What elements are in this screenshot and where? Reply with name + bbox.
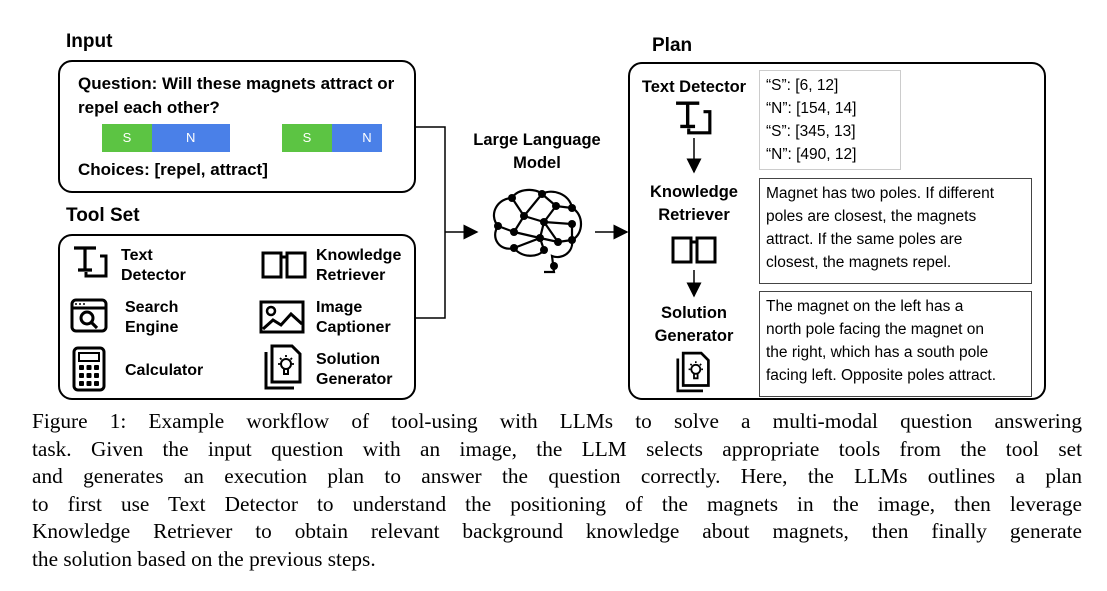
input-connector — [415, 126, 446, 232]
magnet-right-n: N — [332, 124, 382, 152]
solution-icon — [264, 344, 302, 390]
tool-knowledge-retriever-label: Knowledge Retriever — [316, 246, 401, 286]
tool-label-line: Text — [121, 247, 153, 264]
connector-lines — [415, 126, 702, 319]
tool-solution-generator-label: Solution Generator — [316, 350, 392, 390]
solution-icon — [676, 351, 710, 393]
output-line: “N”: [490, 12] — [766, 146, 857, 163]
plan-step-name-line: Knowledge — [649, 183, 738, 201]
output-line: poles are closest, the magnets — [766, 208, 977, 225]
output-line: the right, which has a south pole — [766, 344, 989, 361]
magnet-label: S — [122, 130, 132, 145]
tool-image-captioner-label: Image Captioner — [316, 298, 391, 338]
output-line: The magnet on the left has a — [766, 298, 964, 315]
output-line: closest, the magnets repel. — [766, 254, 952, 271]
plan-step-name-line: Text Detector — [641, 78, 747, 96]
magnet-label: S — [302, 130, 312, 145]
brain-network-icon — [492, 188, 583, 274]
tool-label-line: Engine — [125, 319, 179, 336]
tool-label-line: Solution — [316, 351, 380, 368]
toolset-box — [58, 234, 416, 400]
search-engine-icon — [70, 298, 108, 333]
magnet-left-n: N — [152, 124, 230, 152]
book-icon — [261, 251, 307, 279]
output-line: Magnet has two poles. If different — [766, 185, 995, 202]
caption-line: to first use Text Detector to understand… — [32, 491, 1082, 516]
tool-label-line: Generator — [316, 371, 393, 388]
llm-label: Large Language Model — [452, 129, 622, 175]
tool-label-line: Search — [125, 299, 179, 316]
output-line: “S”: [6, 12] — [766, 77, 839, 94]
output-line: attract. If the same poles are — [766, 231, 963, 248]
llm-label-line: Large Language — [473, 131, 601, 149]
plan-step-3-output: The magnet on the left has a north pole … — [759, 291, 1032, 397]
choices-text: Choices: [repel, attract] — [78, 160, 268, 179]
plan-step-name-line: Generator — [654, 327, 734, 345]
output-line: facing left. Opposite poles attract. — [766, 367, 997, 384]
magnet-right-s: S — [282, 124, 332, 152]
output-line: “N”: [154, 14] — [766, 100, 857, 117]
image-icon — [259, 300, 305, 334]
magnet-label: N — [186, 130, 196, 145]
toolset-title: Tool Set — [66, 205, 140, 226]
tool-calculator-label: Calculator — [125, 361, 203, 381]
plan-step-2-output: Magnet has two poles. If different poles… — [759, 178, 1032, 284]
caption-line: Figure 1: Example workflow of tool-using… — [32, 409, 1082, 433]
book-icon — [671, 236, 717, 264]
tool-label-line: Calculator — [125, 362, 204, 379]
llm-label-line: Model — [513, 154, 561, 172]
magnet-left-s: S — [102, 124, 152, 152]
input-box — [58, 60, 416, 193]
caption-line: the solution based on the previous steps… — [32, 546, 376, 571]
question-line-1: Question: Will these magnets attract or — [78, 74, 395, 93]
plan-step-1-output: “S”: [6, 12] “N”: [154, 14] “S”: [345, 1… — [759, 70, 901, 170]
plan-step-name-line: Retriever — [658, 206, 730, 224]
toolset-connector — [415, 232, 446, 319]
plan-step-3-name: Solution Generator — [634, 302, 754, 348]
plan-step-name-line: Solution — [661, 304, 727, 322]
plan-box — [628, 62, 1046, 400]
plan-step-2-name: Knowledge Retriever — [634, 181, 754, 227]
magnet-label: N — [362, 130, 372, 145]
tool-label-line: Image — [316, 299, 363, 316]
calculator-icon — [72, 346, 106, 392]
plan-title: Plan — [652, 35, 693, 56]
caption-line: and generates an execution plan to answe… — [32, 464, 1082, 488]
question-text: Question: Will these magnets attract or … — [78, 72, 394, 120]
caption-line: Knowledge Retriever to obtain relevant b… — [32, 519, 1082, 543]
output-line: “S”: [345, 13] — [766, 123, 856, 140]
tool-label-line: Detector — [121, 267, 186, 284]
tool-label-line: Captioner — [316, 319, 391, 336]
tool-label-line: Retriever — [316, 267, 386, 284]
tool-label-line: Knowledge — [316, 247, 402, 264]
output-line: north pole facing the magnet on — [766, 321, 985, 338]
input-title: Input — [66, 31, 113, 52]
text-detector-icon — [676, 101, 712, 135]
caption-line: task. Given the input question with an i… — [32, 436, 1082, 461]
question-line-2: repel each other? — [78, 98, 220, 117]
figure-caption: Figure 1: Example workflow of tool-using… — [32, 408, 1082, 573]
tool-search-engine-label: Search Engine — [125, 298, 178, 338]
plan-step-1-name: Text Detector — [634, 76, 754, 99]
text-detector-icon — [74, 246, 108, 278]
tool-text-detector-label: Text Detector — [121, 246, 186, 286]
